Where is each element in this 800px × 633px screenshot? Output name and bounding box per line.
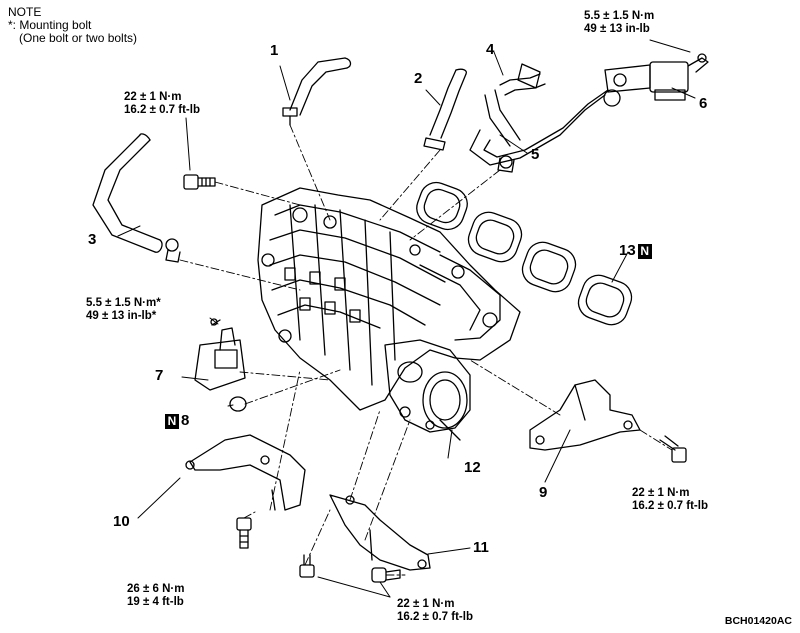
bolt-right [659,435,687,463]
torque-imperial: 16.2 ± 0.7 ft-lb [632,500,708,512]
solenoid-valve [604,53,709,101]
gaskets [416,181,633,326]
callout-1: 1 [270,42,279,59]
torque-spec-bottom-left: 26 ± 6 N·m 19 ± 4 ft-lb [127,583,184,609]
callout-3: 3 [88,231,97,248]
callout-8-number: 8 [181,412,190,429]
callout-7: 7 [155,367,164,384]
torque-imperial: 19 ± 4 ft-lb [127,596,184,608]
note-block: NOTE *: Mounting bolt (One bolt or two b… [8,6,137,45]
throttle-body [384,339,471,441]
torque-metric: 26 ± 6 N·m [127,583,185,595]
callout-2: 2 [414,70,423,87]
callout-4: 4 [486,41,495,58]
reference-code: BCH01420AC [724,615,792,627]
callout-12: 12 [464,459,481,476]
callout-9: 9 [539,484,548,501]
assembly-lines [179,124,673,576]
new-part-badge: N [637,243,652,259]
torque-metric: 22 ± 1 N·m [397,598,455,610]
torque-imperial: 49 ± 13 in-lb* [86,310,157,322]
callout-10: 10 [113,513,130,530]
torque-spec-solenoid: 5.5 ± 1.5 N·m 49 ± 13 in-lb [584,10,654,36]
torque-metric: 5.5 ± 1.5 N·m* [86,297,161,309]
hose-4 [484,63,546,147]
bracket-11 [329,494,431,571]
bolt-bottom-left [236,517,252,549]
torque-spec-sensor: 5.5 ± 1.5 N·m* 49 ± 13 in-lb* [86,297,161,323]
callout-11: 11 [473,539,489,556]
o-ring [229,396,247,412]
bracket-10 [185,434,306,511]
torque-imperial: 16.2 ± 0.7 ft-lb [124,104,200,116]
bracket-9 [529,379,641,451]
torque-imperial: 16.2 ± 0.7 ft-lb [397,611,473,623]
note-line-2: (One bolt or two bolts) [19,31,138,45]
torque-metric: 22 ± 1 N·m [124,91,182,103]
note-line-1: *: Mounting bolt [8,18,92,32]
torque-spec-upper-left: 22 ± 1 N·m 16.2 ± 0.7 ft-lb [124,91,200,117]
bolt-upper-left [183,174,216,190]
bolt-bottom-mid-1 [299,554,315,578]
torque-metric: 22 ± 1 N·m [632,487,690,499]
hose-3 [92,133,181,263]
note-title: NOTE [8,5,42,19]
sensor [194,318,246,391]
callout-5: 5 [531,146,540,163]
hose-2 [423,68,468,151]
torque-imperial: 49 ± 13 in-lb [584,23,650,35]
hose-1 [282,57,352,126]
torque-spec-right: 22 ± 1 N·m 16.2 ± 0.7 ft-lb [632,487,708,513]
torque-spec-bottom-mid: 22 ± 1 N·m 16.2 ± 0.7 ft-lb [397,598,473,624]
callout-6: 6 [699,95,708,112]
intake-manifold [257,187,521,411]
leader-lines [117,39,696,598]
callout-13-number: 13 [619,242,636,259]
new-part-badge: N [165,413,179,429]
torque-metric: 5.5 ± 1.5 N·m [584,10,655,22]
hose-5 [469,89,621,173]
